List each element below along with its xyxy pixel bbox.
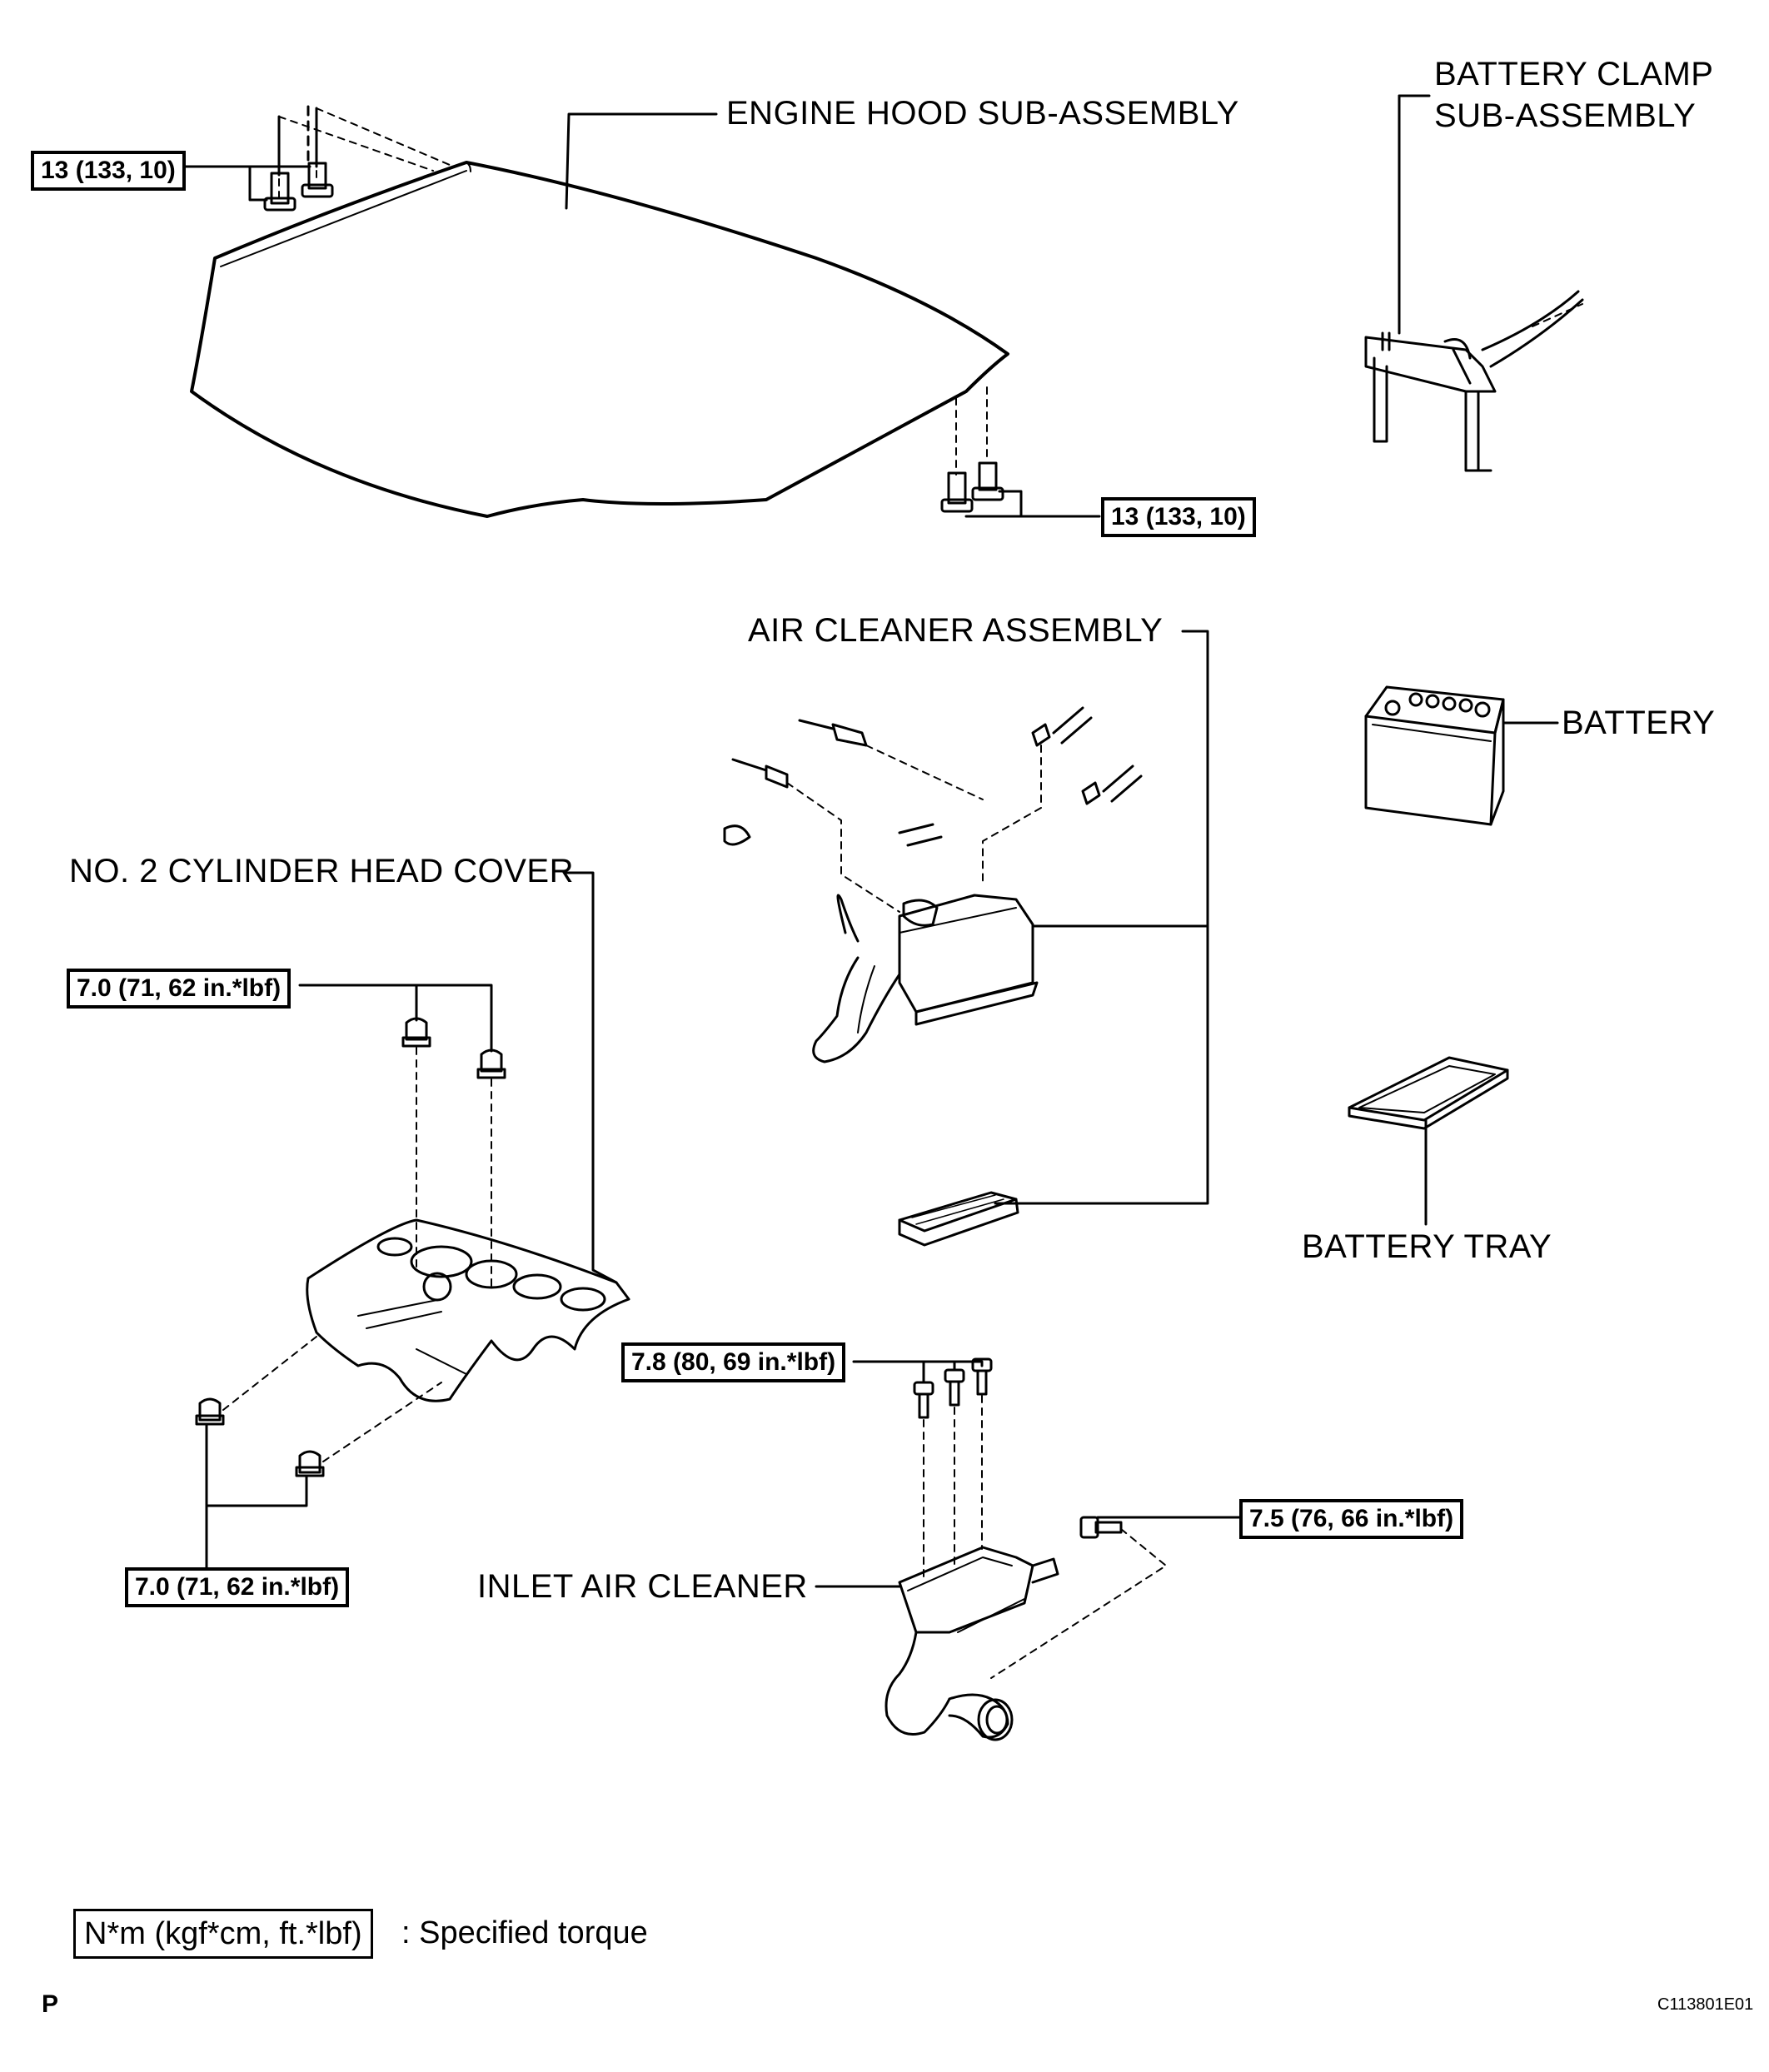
battery-tray-drawing (1348, 1056, 1509, 1130)
leader-engine-hood (565, 112, 718, 210)
torque-inlet-side: 7.5 (76, 66 in.*lbf) (1239, 1499, 1464, 1539)
torque-cover-lower: 7.0 (71, 62 in.*lbf) (125, 1567, 350, 1607)
torque-hood-upper: 13 (133, 10) (31, 151, 186, 191)
cylinder-head-cover-drawing (306, 1218, 630, 1402)
air-filter-element-drawing (898, 1191, 1019, 1247)
legend-description: : Specified torque (401, 1915, 648, 1950)
label-battery-tray: BATTERY TRAY (1302, 1228, 1552, 1265)
label-engine-hood: ENGINE HOOD SUB-ASSEMBLY (726, 95, 1239, 132)
torque-hood-lower: 13 (133, 10) (1101, 497, 1256, 537)
hood-bolts-upper (263, 105, 451, 212)
leader-cover-upper (298, 984, 493, 1053)
engine-hood-drawing (190, 161, 1009, 518)
leader-cylinder-head-cover (565, 871, 618, 1284)
label-cylinder-head-cover: NO. 2 CYLINDER HEAD COVER (69, 853, 574, 889)
hood-bolts-lower (940, 386, 1004, 513)
leader-hood-upper (183, 165, 268, 202)
torque-inlet-upper: 7.8 (80, 69 in.*lbf) (621, 1342, 846, 1382)
leader-inlet-upper (852, 1360, 984, 1367)
label-inlet-air-cleaner: INLET AIR CLEANER (477, 1568, 808, 1605)
leader-hood-lower (964, 490, 1023, 518)
label-air-cleaner: AIR CLEANER ASSEMBLY (748, 612, 1164, 649)
battery-drawing (1364, 685, 1505, 826)
label-battery-clamp-line1: BATTERY CLAMP (1434, 56, 1714, 92)
torque-cover-upper: 7.0 (71, 62 in.*lbf) (67, 969, 292, 1009)
inlet-side-bolt (990, 1516, 1167, 1679)
label-battery: BATTERY (1562, 705, 1716, 741)
page-mark: P (42, 1990, 59, 2018)
battery-clamp-drawing (1364, 94, 1584, 472)
leader-air-cleaner (994, 630, 1209, 1205)
label-battery-clamp-line2: SUB-ASSEMBLY (1434, 97, 1697, 134)
cover-lower-nuts (195, 1336, 442, 1477)
figure-code: C113801E01 (1657, 1995, 1754, 2014)
legend-torque-box: N*m (kgf*cm, ft.*lbf) (73, 1909, 373, 1959)
cover-upper-nuts (401, 1017, 506, 1288)
inlet-air-cleaner-drawing (884, 1546, 1059, 1741)
air-cleaner-drawing (723, 706, 1143, 1063)
